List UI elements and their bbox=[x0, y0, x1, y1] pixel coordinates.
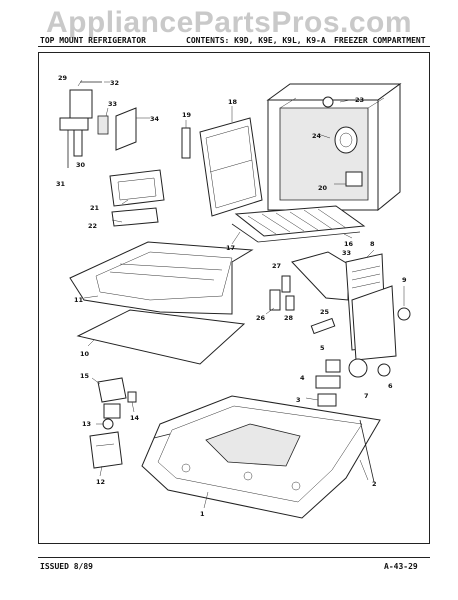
callout-23: 23 bbox=[355, 96, 364, 104]
callout-29: 29 bbox=[58, 74, 68, 82]
freezer-shelf bbox=[231, 205, 366, 243]
callout-33-duct: 33 bbox=[342, 249, 351, 257]
callout-9: 9 bbox=[402, 276, 407, 284]
callout-20: 20 bbox=[318, 184, 328, 192]
callout-28: 28 bbox=[284, 314, 294, 322]
small-parts bbox=[269, 275, 336, 335]
air-duct-assembly bbox=[291, 251, 411, 361]
watermark: AppliancePartsPros.com bbox=[45, 6, 413, 39]
callout-31: 31 bbox=[56, 180, 66, 188]
hinge-assembly bbox=[59, 81, 137, 168]
callout-7: 7 bbox=[364, 392, 369, 400]
drain-trough-part-12 bbox=[89, 431, 123, 469]
callout-21: 21 bbox=[90, 204, 100, 212]
callout-34: 34 bbox=[150, 115, 160, 123]
callout-24: 24 bbox=[312, 132, 322, 140]
callout-26: 26 bbox=[256, 314, 266, 322]
callout-33: 33 bbox=[108, 100, 117, 108]
callout-8: 8 bbox=[370, 240, 375, 248]
callout-6: 6 bbox=[388, 382, 393, 390]
callout-16: 16 bbox=[344, 240, 354, 248]
callout-17: 17 bbox=[226, 244, 235, 252]
freezer-door-liner bbox=[199, 117, 263, 217]
callout-1: 1 bbox=[200, 510, 205, 518]
callout-15: 15 bbox=[80, 372, 90, 380]
page-code: A-43-29 bbox=[384, 562, 418, 571]
thermostat-part-20 bbox=[345, 171, 363, 187]
light-socket-part-23 bbox=[322, 96, 334, 108]
header-contents: CONTENTS: K9D, K9E, K9L, K9-A bbox=[186, 36, 326, 45]
part-26 bbox=[269, 289, 281, 311]
part-28 bbox=[285, 295, 295, 311]
insulation-panel-part-10 bbox=[76, 309, 246, 365]
header-rule bbox=[38, 46, 430, 47]
motor-part-4 bbox=[315, 375, 341, 389]
freezer-floor-panel bbox=[69, 241, 254, 315]
callout-10: 10 bbox=[80, 350, 90, 358]
diagram-frame bbox=[38, 52, 430, 544]
hinge-part-19 bbox=[181, 127, 191, 159]
callout-13: 13 bbox=[82, 420, 91, 428]
header-section-title: FREEZER COMPARTMENT bbox=[334, 36, 426, 45]
callout-27: 27 bbox=[272, 262, 281, 270]
defrost-water-parts bbox=[89, 377, 137, 469]
header-model-line: TOP MOUNT REFRIGERATOR bbox=[40, 36, 146, 45]
freezer-cabinet bbox=[266, 83, 402, 212]
callout-18: 18 bbox=[228, 98, 238, 106]
callout-2: 2 bbox=[372, 480, 377, 488]
ice-bucket bbox=[109, 169, 165, 227]
callout-30: 30 bbox=[76, 161, 86, 169]
part-33 bbox=[97, 115, 109, 135]
part-13 bbox=[102, 418, 114, 430]
part-6 bbox=[377, 363, 391, 377]
part-5 bbox=[325, 359, 341, 373]
callout-11: 11 bbox=[74, 296, 84, 304]
part-27 bbox=[281, 275, 291, 293]
fan-motor-assembly bbox=[315, 358, 391, 407]
cover-part-34 bbox=[115, 107, 137, 151]
part-14 bbox=[127, 391, 137, 403]
part-15 bbox=[97, 377, 127, 403]
callout-19: 19 bbox=[182, 111, 192, 119]
fan-shroud-part-24 bbox=[334, 126, 358, 154]
callout-22: 22 bbox=[88, 222, 97, 230]
duct-part-33 bbox=[291, 251, 349, 301]
callout-25: 25 bbox=[320, 308, 330, 316]
freezer-bottom-liner bbox=[141, 395, 381, 519]
callout-32: 32 bbox=[110, 79, 119, 87]
footer-rule bbox=[38, 557, 430, 558]
callout-12: 12 bbox=[96, 478, 105, 486]
hinge-bracket-part-29 bbox=[69, 89, 93, 119]
callout-labels: 23 24 20 18 19 29 32 33 34 30 31 21 22 1… bbox=[56, 74, 407, 518]
light-bulb-part-25 bbox=[310, 317, 336, 335]
callout-14: 14 bbox=[130, 414, 140, 422]
issued-date: ISSUED 8/89 bbox=[40, 562, 93, 571]
callout-5: 5 bbox=[320, 344, 325, 352]
callout-3: 3 bbox=[296, 396, 301, 404]
part-30 bbox=[73, 129, 83, 157]
leader-lines bbox=[77, 79, 405, 509]
callout-4: 4 bbox=[300, 374, 305, 382]
fan-blade-part-7 bbox=[348, 358, 368, 378]
ice-tray-part-22 bbox=[111, 207, 159, 227]
duct-cover-part-9 bbox=[351, 285, 397, 361]
bracket-part-3 bbox=[317, 393, 337, 407]
